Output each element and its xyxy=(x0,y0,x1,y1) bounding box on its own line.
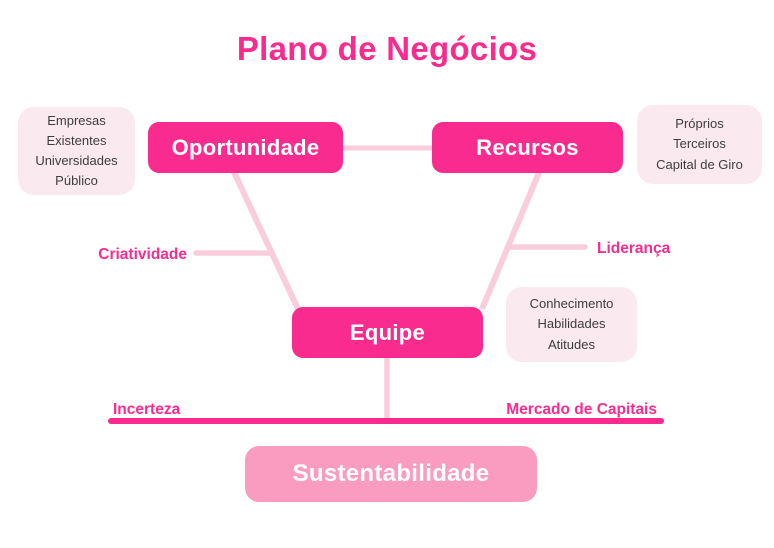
node-oportunidade: Oportunidade xyxy=(148,122,343,173)
connector-oportunidade-equipe xyxy=(230,168,301,311)
node-recursos: Recursos xyxy=(432,122,623,173)
infobox-item: Capital de Giro xyxy=(656,156,743,172)
infobox-item: Próprios xyxy=(675,116,724,132)
infobox-recursos-tipos: Próprios Terceiros Capital de Giro xyxy=(637,105,762,184)
node-sustentabilidade-label: Sustentabilidade xyxy=(292,460,490,487)
edge-label-mercado-de-capitais: Mercado de Capitais xyxy=(506,401,657,418)
page-title: Plano de Negócios xyxy=(236,30,538,67)
infobox-item: Universidades xyxy=(35,153,118,168)
edge-label-criatividade: Criatividade xyxy=(98,246,187,263)
infobox-equipe-competencias: Conhecimento Habilidades Atitudes xyxy=(506,287,637,362)
node-sustentabilidade: Sustentabilidade xyxy=(245,446,537,502)
infobox-item: Público xyxy=(55,173,98,189)
infobox-item: Conhecimento xyxy=(529,296,614,312)
infobox-item: Atitudes xyxy=(548,336,595,352)
node-oportunidade-label: Oportunidade xyxy=(171,134,320,160)
edge-label-lideranca: Liderança xyxy=(597,240,671,257)
infobox-item: Empresas Existentes xyxy=(46,112,107,148)
node-equipe-label: Equipe xyxy=(349,319,426,345)
connector-recursos-equipe xyxy=(479,168,543,311)
edge-label-incerteza: Incerteza xyxy=(113,401,181,418)
infobox-oportunidade-fontes: Empresas Existentes Universidades Públic… xyxy=(18,107,135,195)
infobox-item: Habilidades xyxy=(537,316,606,332)
node-equipe: Equipe xyxy=(292,307,483,358)
node-recursos-label: Recursos xyxy=(476,134,579,160)
infobox-item: Terceiros xyxy=(673,136,726,152)
